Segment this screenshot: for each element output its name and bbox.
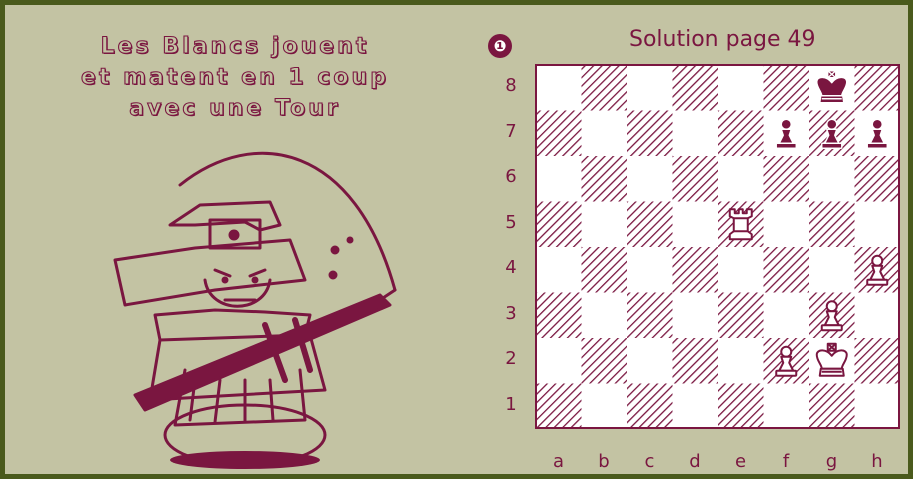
square-e4[interactable] — [718, 247, 764, 293]
file-label-c: c — [627, 451, 672, 472]
square-a5[interactable] — [536, 202, 582, 248]
square-d1[interactable] — [673, 384, 719, 430]
square-f6[interactable] — [764, 156, 810, 202]
square-f5[interactable] — [764, 202, 810, 248]
square-e8[interactable] — [718, 65, 764, 111]
rank-label-6: 6 — [499, 166, 523, 187]
square-h1[interactable] — [855, 384, 901, 430]
rank-label-3: 3 — [499, 303, 523, 324]
rank-label-4: 4 — [499, 257, 523, 278]
square-a3[interactable] — [536, 293, 582, 339]
square-b7[interactable] — [582, 111, 628, 157]
square-f1[interactable] — [764, 384, 810, 430]
heading-line-1: Les Blancs jouent — [35, 31, 435, 62]
square-e1[interactable] — [718, 384, 764, 430]
square-b6[interactable] — [582, 156, 628, 202]
file-label-a: a — [536, 451, 581, 472]
file-label-d: d — [673, 451, 718, 472]
square-h8[interactable] — [855, 65, 901, 111]
heading-line-2: et matent en 1 coup — [35, 62, 435, 93]
rank-label-7: 7 — [499, 121, 523, 142]
square-c8[interactable] — [627, 65, 673, 111]
square-c6[interactable] — [627, 156, 673, 202]
square-e2[interactable] — [718, 338, 764, 384]
square-a4[interactable] — [536, 247, 582, 293]
heading-line-3: avec une Tour — [35, 93, 435, 124]
square-b8[interactable] — [582, 65, 628, 111]
square-e6[interactable] — [718, 156, 764, 202]
square-g1[interactable] — [809, 384, 855, 430]
square-g6[interactable] — [809, 156, 855, 202]
square-f3[interactable] — [764, 293, 810, 339]
square-h5[interactable] — [855, 202, 901, 248]
square-a6[interactable] — [536, 156, 582, 202]
rank-label-8: 8 — [499, 75, 523, 96]
solution-reference: Solution page 49 — [629, 27, 816, 52]
square-a2[interactable] — [536, 338, 582, 384]
square-c2[interactable] — [627, 338, 673, 384]
square-a8[interactable] — [536, 65, 582, 111]
square-b2[interactable] — [582, 338, 628, 384]
square-d2[interactable] — [673, 338, 719, 384]
square-g5[interactable] — [809, 202, 855, 248]
square-h3[interactable] — [855, 293, 901, 339]
file-label-b: b — [582, 451, 627, 472]
page-frame: Les Blancs jouent et matent en 1 coup av… — [5, 5, 908, 474]
puzzle-heading: Les Blancs jouent et matent en 1 coup av… — [35, 31, 435, 124]
square-h2[interactable] — [855, 338, 901, 384]
square-e3[interactable] — [718, 293, 764, 339]
puzzle-number-badge: ❶ — [488, 34, 512, 58]
square-d6[interactable] — [673, 156, 719, 202]
square-g4[interactable] — [809, 247, 855, 293]
square-e7[interactable] — [718, 111, 764, 157]
square-d8[interactable] — [673, 65, 719, 111]
square-d4[interactable] — [673, 247, 719, 293]
file-label-f: f — [764, 451, 809, 472]
chess-board[interactable] — [535, 64, 900, 429]
square-a1[interactable] — [536, 384, 582, 430]
square-c5[interactable] — [627, 202, 673, 248]
file-label-h: h — [855, 451, 900, 472]
square-b4[interactable] — [582, 247, 628, 293]
rank-label-2: 2 — [499, 348, 523, 369]
square-d5[interactable] — [673, 202, 719, 248]
square-d3[interactable] — [673, 293, 719, 339]
rank-label-5: 5 — [499, 212, 523, 233]
samurai-mascot-illustration — [95, 130, 415, 470]
square-b1[interactable] — [582, 384, 628, 430]
file-label-g: g — [809, 451, 854, 472]
square-f4[interactable] — [764, 247, 810, 293]
square-c3[interactable] — [627, 293, 673, 339]
square-c7[interactable] — [627, 111, 673, 157]
square-b3[interactable] — [582, 293, 628, 339]
square-h6[interactable] — [855, 156, 901, 202]
square-d7[interactable] — [673, 111, 719, 157]
rank-label-1: 1 — [499, 394, 523, 415]
square-a7[interactable] — [536, 111, 582, 157]
square-b5[interactable] — [582, 202, 628, 248]
square-c1[interactable] — [627, 384, 673, 430]
square-f8[interactable] — [764, 65, 810, 111]
square-c4[interactable] — [627, 247, 673, 293]
file-label-e: e — [718, 451, 763, 472]
